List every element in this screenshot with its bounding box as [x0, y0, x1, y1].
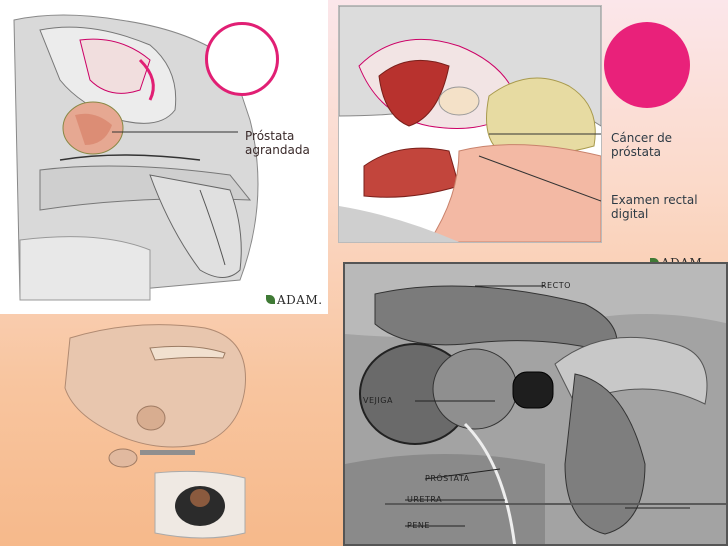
label-vejiga: VEJIGA: [363, 396, 393, 405]
adam-logo: ADAM.: [266, 293, 323, 307]
exam-label-line-1: Examen rectal: [611, 193, 698, 207]
prostate-cross-section-diagram: RECTO VEJIGA PRÓSTATA URETRA PENE: [343, 262, 728, 546]
label-line-1: Próstata: [245, 129, 295, 143]
highlight-circle-filled: [604, 22, 690, 108]
exam-label: Examen rectal digital: [611, 193, 698, 221]
enlarged-prostate-illustration: Próstata agrandada ADAM.: [0, 0, 328, 314]
label-line-2: agrandada: [245, 143, 310, 157]
leaf-icon: [266, 295, 275, 304]
prostate-enlarged-label: Próstata agrandada: [245, 129, 310, 157]
rectal-exam-illustration: [338, 5, 602, 243]
cancer-label-line-2: próstata: [611, 145, 661, 159]
exam-model-photo: [55, 318, 255, 546]
cancer-label-line-1: Cáncer de: [611, 131, 673, 145]
cancer-label: Cáncer de próstata: [611, 131, 672, 159]
label-prostata: PRÓSTATA: [425, 474, 470, 483]
exam-label-line-2: digital: [611, 207, 649, 221]
highlight-circle-outline: [205, 22, 279, 96]
label-uretra: URETRA: [407, 495, 443, 504]
label-pene: PENE: [407, 521, 430, 530]
label-recto: RECTO: [541, 281, 571, 290]
